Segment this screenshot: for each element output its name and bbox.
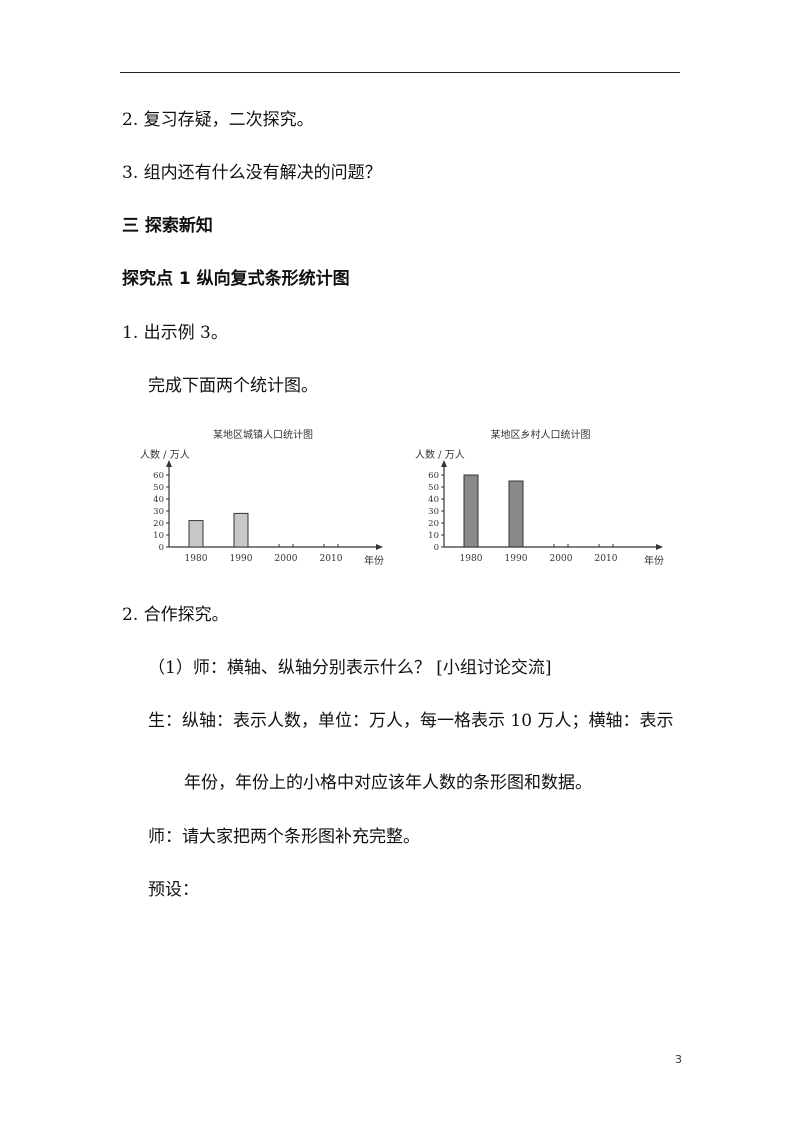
question-item: 3. 组内还有什么没有解决的问题？ bbox=[122, 163, 382, 183]
x-tick-label: 1990 bbox=[230, 554, 253, 564]
cooperation-item: 2. 合作探究。 bbox=[122, 605, 229, 625]
page-number: 3 bbox=[675, 1053, 682, 1066]
x-axis-arrow bbox=[656, 544, 663, 550]
y-axis-label: 人数 / 万人 bbox=[415, 448, 465, 461]
subsection-heading: 探究点 1 纵向复式条形统计图 bbox=[122, 269, 350, 289]
bar-1990 bbox=[233, 512, 249, 548]
x-axis-label: 年份 bbox=[644, 554, 664, 567]
y-tick-label: 40 bbox=[153, 495, 164, 505]
x-tick-label: 2000 bbox=[550, 554, 573, 564]
chart-title: 某地区城镇人口统计图 bbox=[213, 428, 313, 441]
x-axis-arrow bbox=[376, 544, 383, 550]
header-rule bbox=[120, 72, 680, 73]
student-answer: 生：纵轴：表示人数，单位：万人，每一格表示 10 万人；横轴：表示 bbox=[148, 711, 674, 731]
x-tick-label: 2000 bbox=[275, 554, 298, 564]
bar-1980 bbox=[463, 474, 479, 548]
teacher-question: （1）师：横轴、纵轴分别表示什么？ [小组讨论交流] bbox=[148, 658, 552, 678]
y-axis-label: 人数 / 万人 bbox=[140, 448, 190, 461]
x-tick-label: 2010 bbox=[320, 554, 343, 564]
x-tick-label: 1990 bbox=[505, 554, 528, 564]
x-tick-label: 2010 bbox=[595, 554, 618, 564]
x-axis-label: 年份 bbox=[364, 554, 384, 567]
y-tick-label: 30 bbox=[153, 507, 164, 517]
y-tick-label: 50 bbox=[428, 483, 439, 493]
y-tick-label: 10 bbox=[428, 531, 439, 541]
review-item: 2. 复习存疑，二次探究。 bbox=[122, 110, 314, 130]
y-tick-label: 0 bbox=[434, 543, 439, 553]
student-answer-cont: 年份，年份上的小格中对应该年人数的条形图和数据。 bbox=[184, 773, 592, 793]
bar-1980 bbox=[188, 520, 204, 548]
bar-1990 bbox=[508, 480, 524, 548]
x-tick-label: 1980 bbox=[460, 554, 483, 564]
y-tick-label: 30 bbox=[428, 507, 439, 517]
y-tick-label: 20 bbox=[153, 519, 164, 529]
y-tick-label: 0 bbox=[159, 543, 164, 553]
x-tick-label: 1980 bbox=[185, 554, 208, 564]
section-heading: 三 探索新知 bbox=[122, 216, 213, 236]
y-axis-arrow bbox=[166, 460, 172, 467]
teacher-instruction: 师：请大家把两个条形图补充完整。 bbox=[148, 827, 420, 847]
preset-label: 预设： bbox=[148, 880, 199, 900]
instruction-text: 完成下面两个统计图。 bbox=[148, 376, 318, 396]
y-tick-label: 60 bbox=[428, 471, 439, 481]
chart-title: 某地区乡村人口统计图 bbox=[491, 428, 591, 441]
y-tick-label: 60 bbox=[153, 471, 164, 481]
y-tick-label: 20 bbox=[428, 519, 439, 529]
example-item: 1. 出示例 3。 bbox=[122, 323, 228, 343]
y-tick-label: 40 bbox=[428, 495, 439, 505]
y-tick-label: 10 bbox=[153, 531, 164, 541]
y-tick-label: 50 bbox=[153, 483, 164, 493]
y-axis-arrow bbox=[441, 460, 447, 467]
